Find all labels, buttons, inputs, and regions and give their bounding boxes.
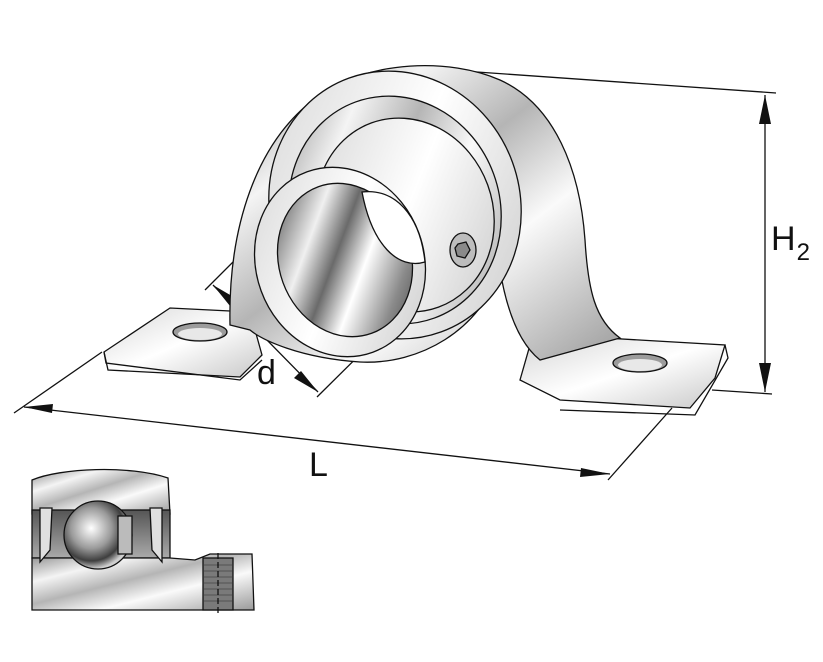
- h2-arrow-top: [759, 95, 771, 124]
- l-extension-right: [607, 407, 673, 481]
- right-foot: [519, 337, 726, 409]
- height-symbol: H: [771, 220, 796, 258]
- pillow-block-housing: [103, 64, 729, 416]
- bearing-cross-section-inset: [31, 468, 255, 615]
- h2-extension-bottom: [711, 389, 773, 395]
- l-arrow-left: [24, 404, 53, 413]
- height-subscript: 2: [796, 239, 810, 266]
- l-dimension-line: [23, 406, 611, 475]
- left-foot: [103, 307, 263, 378]
- bore-dimension-label: d: [257, 354, 276, 392]
- d-arrow-bottom: [294, 371, 318, 392]
- right-seal: [149, 507, 163, 564]
- left-seal: [39, 507, 53, 564]
- l-extension-left: [13, 351, 103, 414]
- height-dimension-label: H2: [771, 222, 810, 265]
- l-arrow-right: [580, 468, 610, 477]
- length-dimension-label: L: [309, 446, 328, 484]
- outer-ring-section: [31, 468, 171, 515]
- h2-arrow-bottom: [759, 363, 771, 392]
